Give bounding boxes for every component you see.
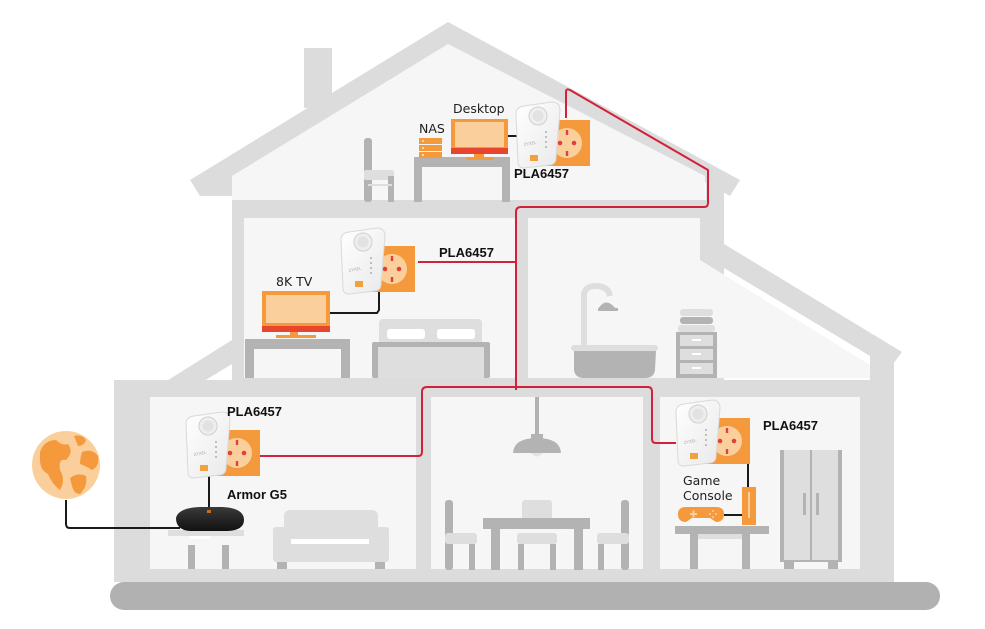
desktop-monitor-icon bbox=[451, 119, 508, 160]
ethernet-globe-router bbox=[65, 500, 180, 529]
tv-icon bbox=[262, 291, 330, 338]
game-console-label-line2: Console bbox=[683, 488, 733, 503]
sofa bbox=[273, 510, 389, 569]
adapter-bedroom-label: PLA6457 bbox=[439, 245, 494, 260]
bed bbox=[372, 319, 490, 378]
adapter-living-label: PLA6457 bbox=[227, 404, 282, 419]
adapter-kitchen-label: PLA6457 bbox=[763, 418, 818, 433]
powerline-living-branch bbox=[260, 386, 676, 457]
ethernet-tv-adapter bbox=[330, 290, 380, 314]
adapter-attic-label: PLA6457 bbox=[514, 166, 569, 181]
ground-bar bbox=[110, 582, 940, 610]
console-table bbox=[675, 526, 769, 569]
room-bathroom bbox=[528, 218, 870, 378]
tv-label: 8K TV bbox=[276, 274, 313, 289]
drawer-cabinet bbox=[676, 309, 717, 378]
nas-icon bbox=[419, 138, 442, 158]
attic-chair bbox=[364, 138, 394, 202]
game-console-label-line1: Game bbox=[683, 473, 721, 488]
game-console-icon bbox=[678, 487, 756, 525]
tv-table bbox=[245, 339, 350, 378]
dining-table-chairs bbox=[445, 500, 629, 570]
router-icon bbox=[176, 507, 244, 531]
router-label: Armor G5 bbox=[227, 487, 287, 502]
globe-icon bbox=[32, 431, 100, 499]
shower-bathtub bbox=[571, 282, 658, 378]
pendant-lamp bbox=[513, 397, 561, 457]
router-table bbox=[168, 530, 244, 569]
attic-desk bbox=[414, 157, 510, 202]
desktop-label: Desktop bbox=[453, 101, 505, 116]
powerline-wiring bbox=[260, 88, 709, 457]
fridge bbox=[780, 450, 842, 569]
nas-label: NAS bbox=[419, 121, 445, 136]
powerline-to-attic bbox=[515, 88, 709, 390]
